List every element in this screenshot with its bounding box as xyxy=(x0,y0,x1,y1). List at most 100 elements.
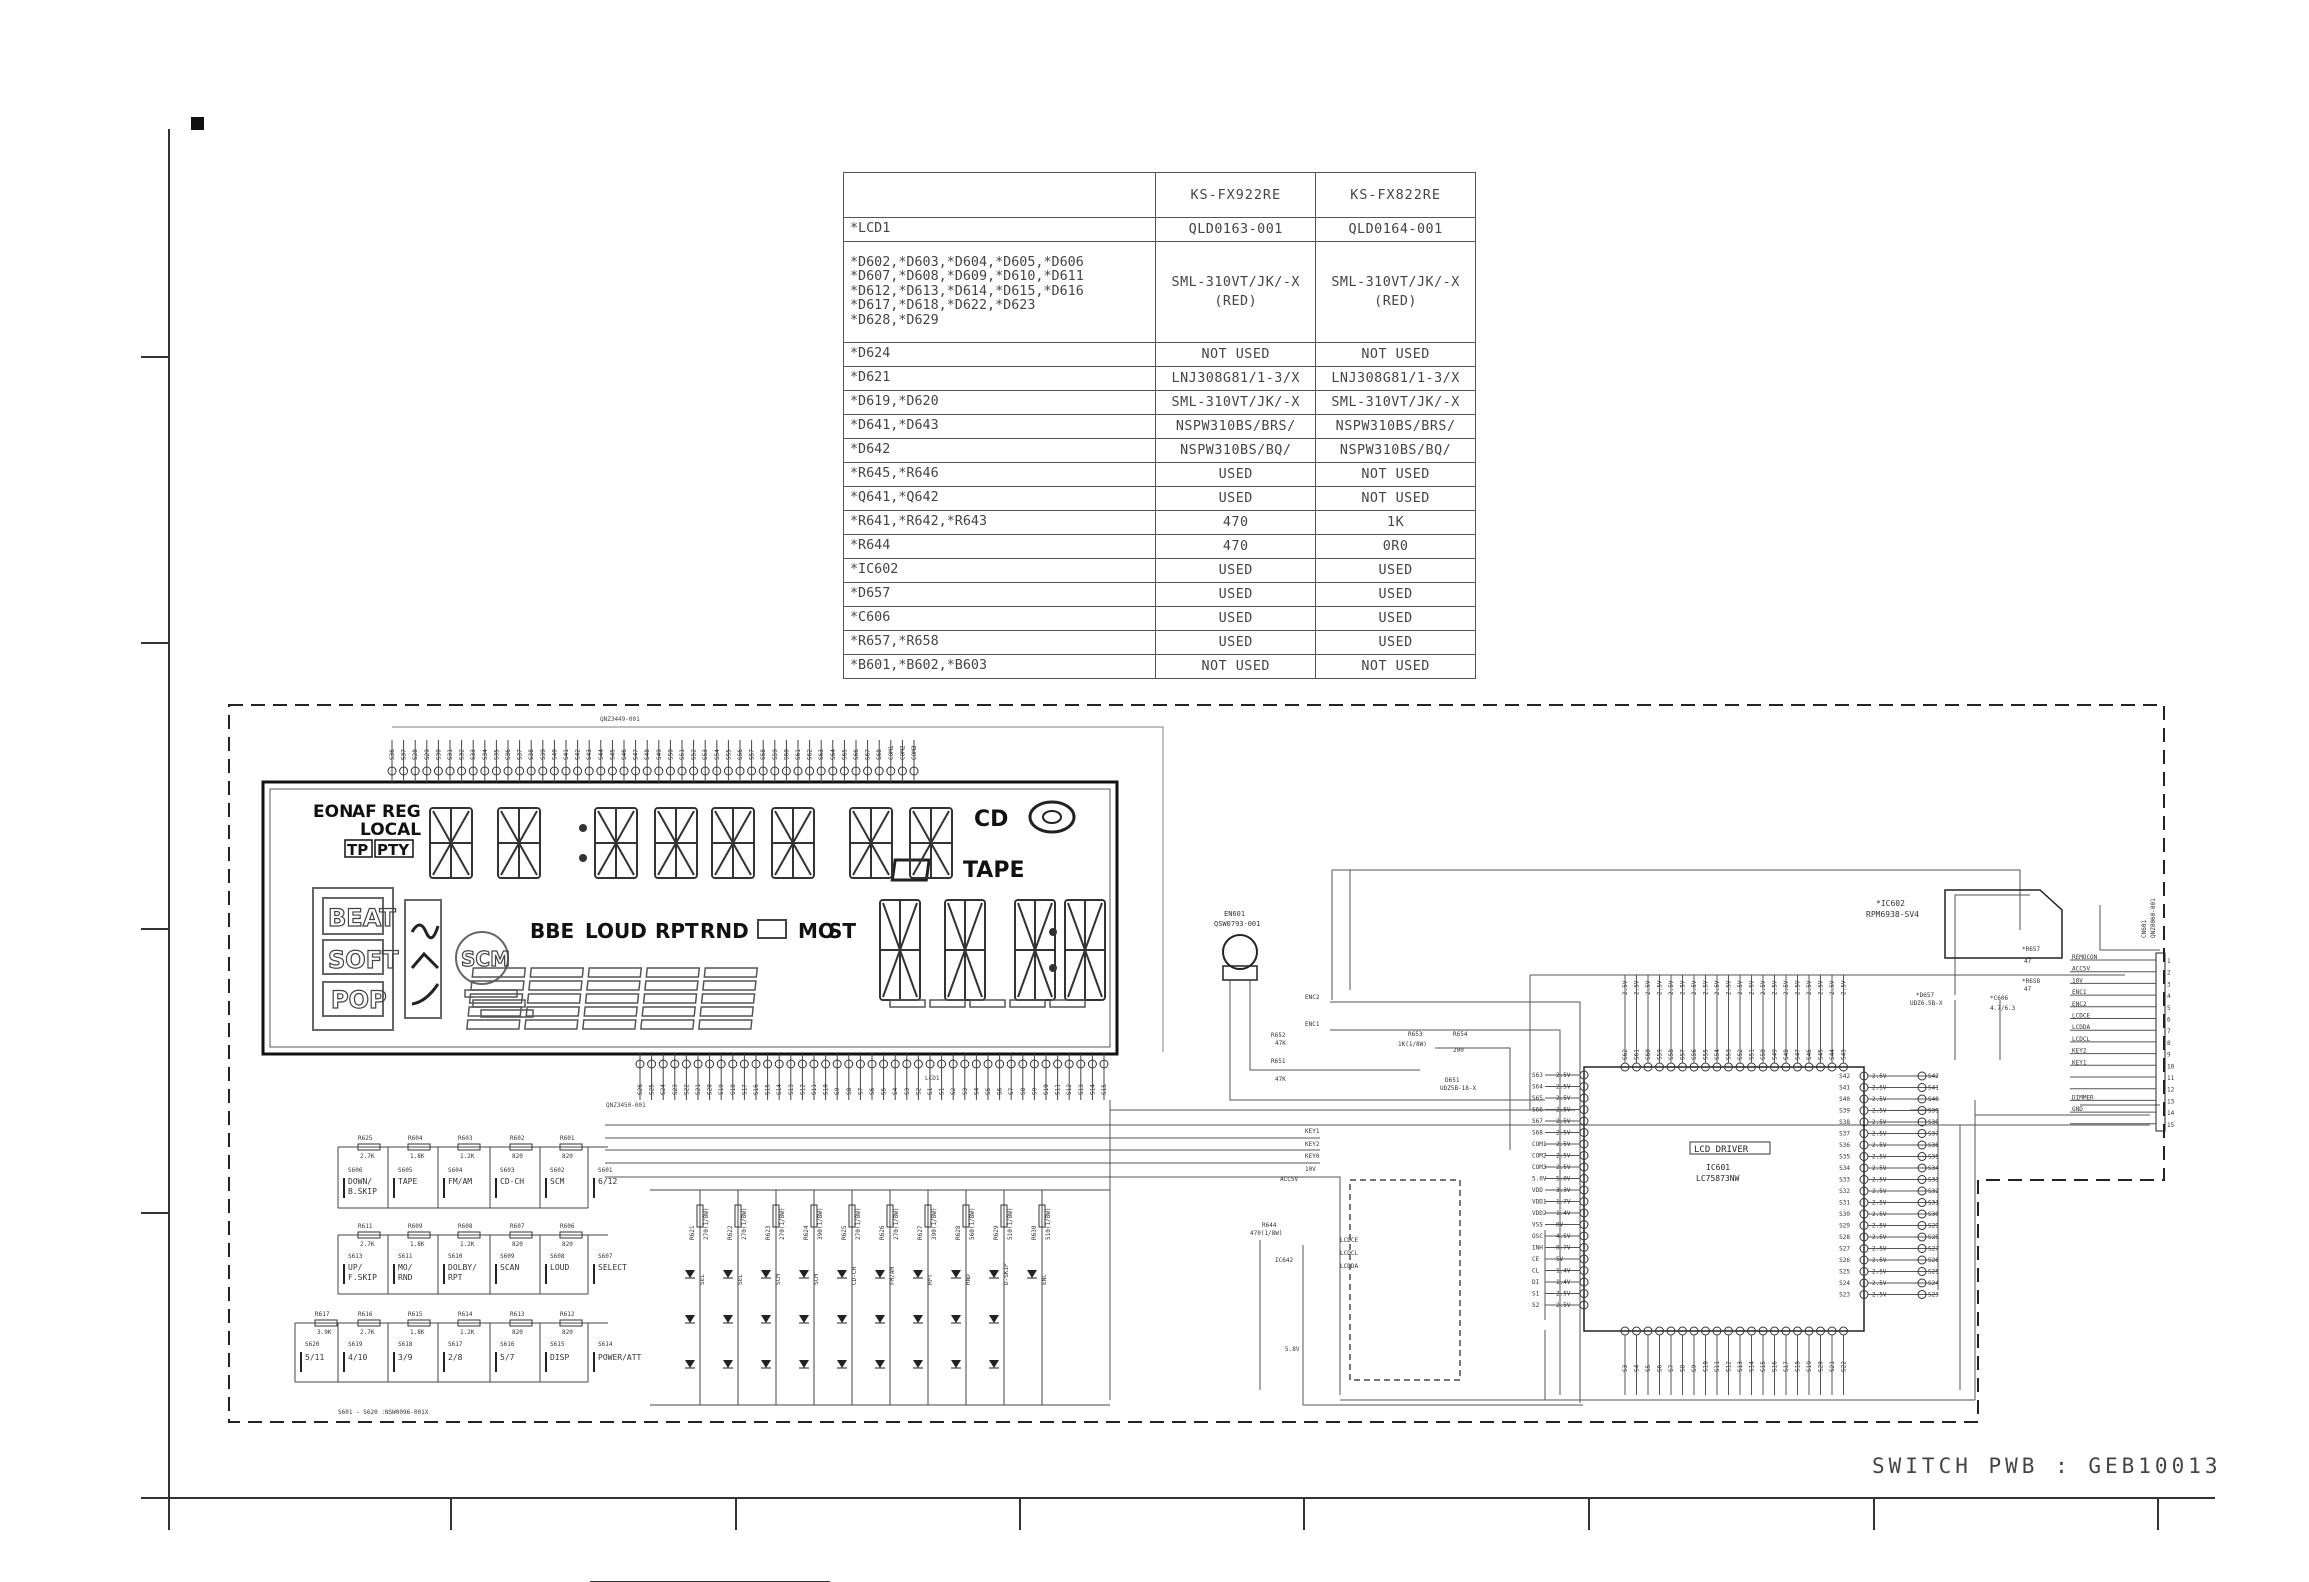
cn601-pin-number: 10 xyxy=(2167,1063,2175,1070)
led-resistor-value: 510(1/8W) xyxy=(1045,1207,1052,1240)
switch-ref: S617 xyxy=(448,1341,463,1348)
driver-right-pin-label-ext: S34 xyxy=(1928,1165,1939,1172)
driver-left-pin-voltage: 1.4V xyxy=(1556,1268,1571,1275)
driver-top-pin-voltage: 2.5V xyxy=(1760,980,1767,995)
cell-value: QLD0163-001 xyxy=(1188,222,1283,237)
driver-right-pin-voltage: 2.5V xyxy=(1872,1269,1887,1276)
driver-left-pin-label: VDD2 xyxy=(1532,1210,1547,1217)
c606-value: 4.7/6.3 xyxy=(1990,1005,2016,1012)
switch-ref: S611 xyxy=(398,1253,413,1260)
lcd-bottom-pin-label: S7 xyxy=(1008,1087,1015,1095)
driver-top-pin-voltage: 2.5V xyxy=(1726,980,1733,995)
lcd-bottom-pin-label: S12 xyxy=(1066,1084,1073,1095)
lcd-reg-label: REG xyxy=(382,802,421,822)
driver-left-pin-voltage: 3.3V xyxy=(1556,1187,1571,1194)
switch-resistor-value: 820 xyxy=(562,1153,573,1160)
segment-digit xyxy=(1014,899,1056,1001)
driver-right-pin-label: S30 xyxy=(1839,1211,1850,1218)
pwb-title: SWITCH PWB : GEB10013 xyxy=(1872,1454,2222,1478)
driver-left-pin-voltage: 0V xyxy=(1556,1222,1564,1229)
encoder-ref: EN601 xyxy=(1224,910,1245,918)
lcd-top-pin-label: S30 xyxy=(435,749,442,760)
driver-left-pin-label: INH xyxy=(1532,1245,1543,1252)
misc-component-labels: R652 47K R651 47K R653 1K(1/8W) R654 200… xyxy=(338,1031,1477,1416)
ref-line: *D612,*D613,*D614,*D615,*D616 xyxy=(850,283,1084,299)
lcd-top-pin-label: S52 xyxy=(691,749,698,760)
cell-value: NSPW310BS/BQ/ xyxy=(1180,443,1292,458)
driver-left-pin-label: COM2 xyxy=(1532,1153,1547,1160)
driver-left-pin-voltage: 2.5V xyxy=(1556,1291,1571,1298)
driver-top-pin-voltage: 2.5V xyxy=(1737,980,1744,995)
driver-right-pin-label: S28 xyxy=(1839,1234,1850,1241)
driver-left-pin-label: CE xyxy=(1532,1256,1540,1263)
lcd-bottom-pin-label: S14 xyxy=(776,1084,783,1095)
table-cell-model-a: NSPW310BS/BRS/ xyxy=(1155,414,1317,439)
driver-left-pin-label: S66 xyxy=(1532,1107,1543,1114)
switch-resistor-value: 1.8K xyxy=(410,1241,425,1248)
led-tag: RPT xyxy=(927,1274,934,1285)
lcd-top-pin-label: S64 xyxy=(830,749,837,760)
driver-right-pin-voltage: 2.5V xyxy=(1872,1257,1887,1264)
lcd-pty-label: PTY xyxy=(377,841,410,859)
lcd-tp-label: TP xyxy=(347,841,368,859)
lcd-bottom-pin-label: S9 xyxy=(834,1087,841,1095)
driver-top-pin-label: S60 xyxy=(1645,1049,1652,1060)
cell-value: NSPW310BS/BRS/ xyxy=(1175,419,1296,434)
cell-value: USED xyxy=(1218,587,1253,602)
lcd-top-pin-label: S38 xyxy=(528,749,535,760)
lcd-bottom-pin-label: S26 xyxy=(637,1084,644,1095)
cell-value: NSPW310BS/BRS/ xyxy=(1335,419,1456,434)
cell-value: USED xyxy=(1218,635,1253,650)
lcd-top-pin-label: S36 xyxy=(505,749,512,760)
driver-left-pin-voltage: 1.4V xyxy=(1556,1279,1571,1286)
switch-ref: S608 xyxy=(550,1253,565,1260)
driver-left-pin-voltage: 2.5V xyxy=(1556,1107,1571,1114)
table-cell-ref: *D657 xyxy=(842,582,1157,607)
driver-top-pin-label: S58 xyxy=(1668,1049,1675,1060)
d651-ref: D651 xyxy=(1445,1077,1460,1084)
driver-right-pin-voltage: 2.5V xyxy=(1872,1119,1887,1126)
switch-function-label: 5/11 xyxy=(305,1353,324,1362)
cn601-pin-number: 12 xyxy=(2167,1087,2175,1094)
driver-right-pin-voltage: 2.5V xyxy=(1872,1188,1887,1195)
ref-line: *R644 xyxy=(850,538,891,554)
driver-top-pin-label: S54 xyxy=(1714,1049,1721,1060)
segment-digit xyxy=(1064,899,1106,1001)
lcd-bottom-pin-label: S2 xyxy=(950,1087,957,1095)
page-frame xyxy=(141,129,2215,1582)
cell-value: USED xyxy=(1378,611,1413,626)
driver-top-pin-voltage: 2.5V xyxy=(1806,980,1813,995)
d657-part: UDZ6.5B-X xyxy=(1910,1000,1943,1007)
segment-digit xyxy=(909,807,953,879)
driver-right-pin-voltage: 2.5V xyxy=(1872,1154,1887,1161)
key2-label: KEY2 xyxy=(1305,1141,1320,1148)
dolby-icon xyxy=(757,919,787,939)
ref-line: *B601,*B602,*B603 xyxy=(850,658,988,674)
lcd-connector-bottom-part: QNZ3450-001 xyxy=(606,1102,646,1109)
switch-ref: S603 xyxy=(500,1167,515,1174)
led-tag: SCM xyxy=(775,1274,782,1285)
lcd-top-pin-label: S42 xyxy=(575,749,582,760)
lcd-rpt-label: RPT xyxy=(655,919,699,943)
driver-right-pin-voltage: 2.5V xyxy=(1872,1246,1887,1253)
cn601-signal-label: LCDCE xyxy=(2072,1013,2090,1020)
lcd-top-pin-label: S36 xyxy=(389,749,396,760)
cell-value: SML-310VT/JK/-X xyxy=(1171,395,1300,410)
ref-line: *D617,*D618,*D622,*D623 xyxy=(850,298,1036,314)
segment-digit xyxy=(771,807,815,879)
switch-function-label-2: RPT xyxy=(448,1273,463,1282)
lcd-bottom-pin-label: S3 xyxy=(904,1087,911,1095)
switch-function-label-2: B.SKIP xyxy=(348,1187,377,1196)
driver-right-pin-label: S40 xyxy=(1839,1096,1850,1103)
segment-digit xyxy=(594,807,638,879)
led-tag: CD-CH xyxy=(851,1267,858,1285)
lcd-bottom-pin-label: S24 xyxy=(660,1084,667,1095)
lcd-bottom-pin-label: S12 xyxy=(799,1084,806,1095)
cn601-ref: CN601 xyxy=(2141,920,2148,938)
ref-line: *D602,*D603,*D604,*D605,*D606 xyxy=(850,254,1084,270)
driver-top-pin-label: S43 xyxy=(1841,1049,1848,1060)
lcd-top-pin-label: COM1 xyxy=(888,745,895,760)
